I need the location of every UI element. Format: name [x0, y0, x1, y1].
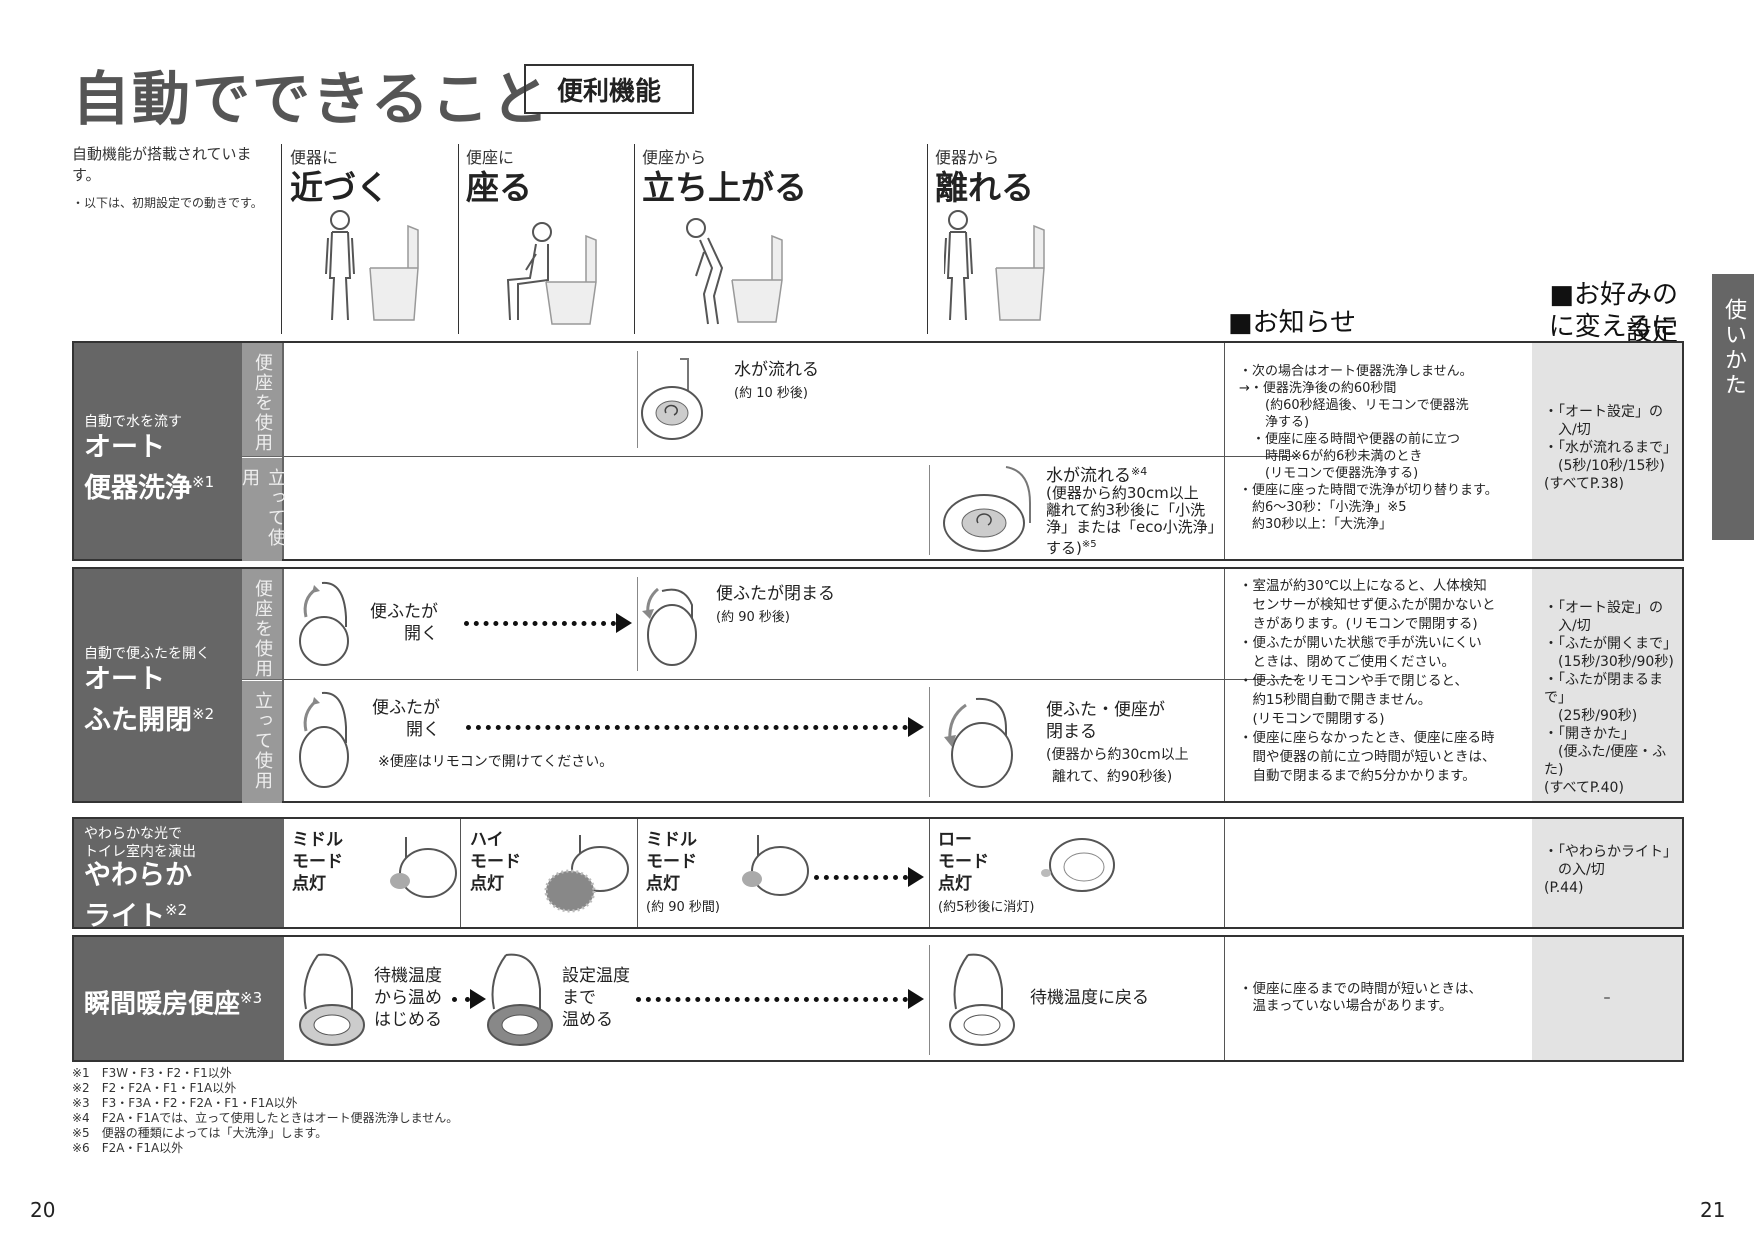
- heat-step-label: 待機温度から温めはじめる: [374, 966, 442, 1030]
- mode-stand: 立って使用: [239, 457, 286, 561]
- flow-arrow: [814, 867, 924, 887]
- action-approach: 便器に 近づく: [290, 144, 389, 208]
- lid-notice: ・室温が約30℃以上になると、人体検知 センサーが検知せず便ふたが開かないと き…: [1224, 569, 1534, 801]
- person-approach-illustration: [325, 210, 419, 321]
- flush-stand-label: 水が流れる※4 (便器から約30cm以上 離れて約3秒後に「小洗 浄」または「e…: [1046, 465, 1223, 557]
- divider: [927, 144, 928, 334]
- flow-arrow: [636, 989, 924, 1009]
- mode-sit: 便座を使用: [242, 343, 282, 456]
- action-small-label: 便器に: [290, 148, 339, 167]
- divider: [637, 577, 638, 671]
- flow-arrow: [452, 989, 486, 1009]
- row-subtitle: トイレ室内を演出: [84, 844, 196, 860]
- action-sit: 便座に 座る: [466, 144, 532, 208]
- seat-heated-icon: [487, 953, 553, 1046]
- notice-heading: ■お知らせ: [1228, 308, 1357, 338]
- light-mode-label: ミドルモード点灯: [292, 830, 343, 894]
- flush-setting: ・「オート設定」の 入/切 ・「水が流れるまで」 (5秒/10秒/15秒) (す…: [1532, 343, 1682, 559]
- divider: [634, 144, 635, 334]
- page-number-right: 21: [1700, 1198, 1726, 1222]
- flush-sit-label: 水が流れる(約 10 秒後): [734, 360, 819, 401]
- row-title: やわらかライト※2: [84, 860, 192, 932]
- heat-setting: –: [1532, 937, 1682, 1060]
- toilet-flush-stand-illustration: [943, 466, 1031, 552]
- person-leaving-illustration: [944, 210, 1045, 321]
- toilet-light-icon: [742, 835, 809, 896]
- light-mode-label: ミドルモード点灯 (約 90 秒間): [646, 830, 720, 915]
- lid-setting: ・「オート設定」の 入/切 ・「ふたが開くまで」 (15秒/30秒/90秒) ・…: [1532, 569, 1682, 801]
- heat-notice: ・便座に座るまでの時間が短いときは、 温まっていない場合があります。: [1224, 937, 1534, 1060]
- toilet-light-icon: [1041, 838, 1115, 892]
- lid-open-icon: [299, 581, 349, 666]
- toilet-light-icon: [390, 837, 457, 898]
- footnotes: ※1 F3W・F3・F2・F1以外 ※2 F2・F2A・F1・F1A以外 ※3 …: [72, 1066, 459, 1155]
- action-stand-up: 便座から 立ち上がる: [642, 144, 807, 208]
- heat-step-label: 設定温度まで温める: [562, 966, 630, 1030]
- flow-arrow: [464, 613, 632, 633]
- row-title: 瞬間暖房便座※3: [84, 989, 263, 1020]
- divider: [460, 819, 461, 927]
- section-tab: 使いかた: [1712, 274, 1754, 540]
- row-title: オート便器洗浄※1: [84, 432, 215, 504]
- action-small-label: 便器から: [935, 148, 1000, 167]
- row-subtitle: やわらかな光で: [84, 826, 182, 842]
- heat-step-label: 待機温度に戻る: [1030, 988, 1149, 1008]
- row-label-panel: やわらかな光で トイレ室内を演出 やわらかライト※2: [74, 819, 284, 932]
- seat-standby-icon: [949, 953, 1015, 1046]
- divider: [929, 465, 930, 555]
- lid-stand-note: ※便座はリモコンで開けてください。: [378, 754, 614, 770]
- row-subtitle: 自動で便ふたを開く: [84, 646, 210, 662]
- divider: [284, 456, 1298, 457]
- action-small-label: 便座から: [642, 148, 707, 167]
- action-big-label: 立ち上がる: [642, 168, 807, 207]
- row-subtitle: 自動で水を流す: [84, 414, 182, 430]
- page-title: 自動でできること: [72, 65, 551, 133]
- divider: [284, 679, 1298, 680]
- mode-stand: 立って使用: [242, 680, 282, 803]
- category-badge: 便利機能: [524, 64, 694, 114]
- action-small-label: 便座に: [466, 148, 515, 167]
- row-auto-lid: 自動で便ふたを開く オートふた開閉※2 便座を使用 立って使用 便ふたが開く 便…: [72, 567, 1684, 803]
- row-soft-light: やわらかな光で トイレ室内を演出 やわらかライト※2 ミドルモード点灯 ハイモー…: [72, 817, 1684, 932]
- person-standing-up-illustration: [686, 218, 783, 325]
- lid-sit-close-label: 便ふたが閉まる(約 90 秒後): [716, 584, 835, 625]
- action-big-label: 離れる: [935, 168, 1034, 207]
- toilet-light-icon: [544, 835, 629, 913]
- row-title: オートふた開閉※2: [84, 664, 215, 736]
- lid-seat-closing-icon: [944, 697, 1013, 788]
- row-heated-seat: 瞬間暖房便座※3 待機温度から温めはじめる 設定温度まで温める 待機温度に戻る …: [72, 935, 1684, 1062]
- divider: [458, 144, 459, 334]
- lid-sit-open-label: 便ふたが開く: [370, 602, 438, 644]
- lid-stand-close-label: 便ふた・便座が閉まる (便器から約30cm以上 離れて、約90秒後): [1046, 700, 1189, 785]
- divider: [929, 945, 930, 1055]
- page-number-left: 20: [30, 1198, 56, 1222]
- lid-stand-open-label: 便ふたが開く: [372, 698, 440, 740]
- row-auto-flush: 自動で水を流す オート便器洗浄※1 便座を使用 立って使用 水が流れる(約 10…: [72, 341, 1684, 561]
- toilet-flush-illustration: [641, 358, 703, 440]
- light-mode-label: ローモード点灯 (約5秒後に消灯): [938, 830, 1035, 915]
- light-mode-label: ハイモード点灯: [470, 830, 521, 894]
- divider: [281, 144, 282, 334]
- seat-heating-icon: [299, 953, 365, 1046]
- row-label-panel: 瞬間暖房便座※3: [74, 937, 284, 1060]
- intro-text: 自動機能が搭載されています。: [72, 145, 252, 184]
- action-big-label: 近づく: [290, 168, 389, 207]
- divider: [637, 819, 638, 927]
- lid-closing-icon: [642, 587, 697, 666]
- divider: [929, 687, 930, 797]
- action-leave: 便器から 離れる: [935, 144, 1034, 208]
- mode-sit: 便座を使用: [242, 569, 282, 679]
- setting-heading-line1: ■お好みの設定: [1549, 280, 1678, 347]
- intro-note: ・以下は、初期設定での動きです。: [72, 196, 263, 210]
- flush-notice: ・次の場合はオート便器洗浄しません。 →・便器洗浄後の約60秒間 (約60秒経過…: [1224, 343, 1534, 559]
- divider: [929, 819, 930, 927]
- flow-arrow: [466, 717, 924, 737]
- divider: [637, 351, 638, 448]
- person-sitting-illustration: [506, 222, 597, 325]
- light-setting: ・「やわらかライト」 の入/切 (P.44): [1532, 819, 1682, 927]
- lid-open-icon: [299, 691, 349, 788]
- action-big-label: 座る: [466, 168, 532, 207]
- light-notice: [1224, 819, 1535, 927]
